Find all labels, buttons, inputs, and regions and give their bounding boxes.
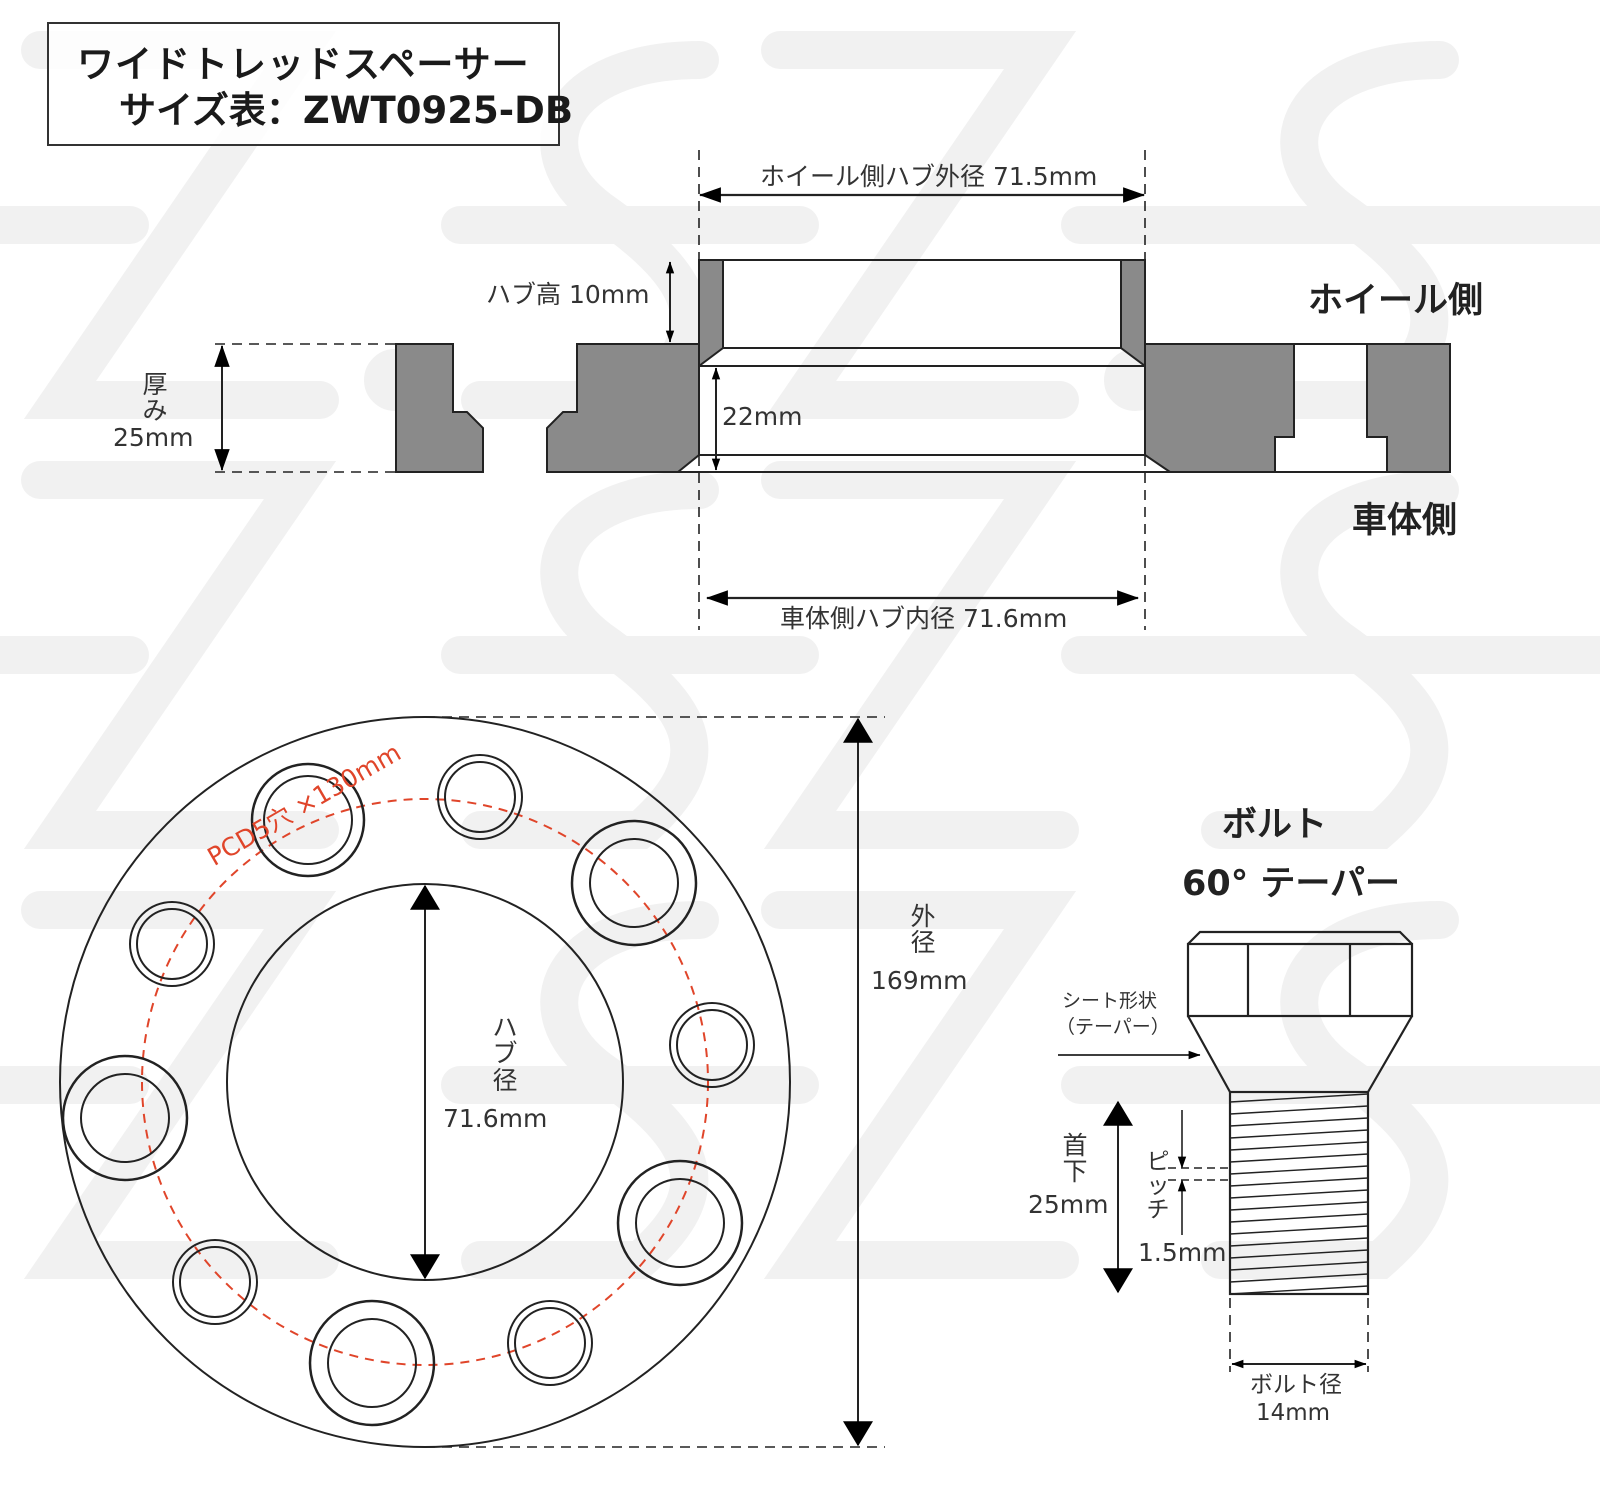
bolt-taper-label: 60° テーパー xyxy=(1182,864,1401,904)
title-box: ワイドトレッドスペーサー サイズ表：ZWT0925-DB xyxy=(47,22,573,146)
watermark xyxy=(0,31,1600,1279)
seat-shape-value: （テーパー） xyxy=(1056,1016,1170,1038)
hub-height-label: ハブ高 10mm xyxy=(486,280,650,309)
bolt-head-chamfer xyxy=(1187,930,1413,945)
bolt-title: ボルト xyxy=(1222,805,1328,845)
hub-ring-right xyxy=(1120,259,1146,368)
right-flange xyxy=(1144,343,1295,473)
outer-diameter-label: 外径 xyxy=(910,902,936,958)
wheel-side-label: ホイール側 xyxy=(1308,281,1484,321)
thickness-value: 25mm xyxy=(113,423,194,452)
bolt-diameter-label: ボルト径 xyxy=(1250,1372,1342,1398)
cross-section xyxy=(395,259,1451,473)
pcd-circle xyxy=(141,798,709,1366)
title-product-name: ワイドトレッドスペーサー xyxy=(77,43,530,86)
bolt-drawing xyxy=(1186,930,1414,1296)
seat-shape-label: シート形状 xyxy=(1062,990,1158,1012)
thickness-label: 厚み xyxy=(142,370,168,426)
bolt-thread xyxy=(1228,1090,1370,1296)
wheel-side-hub-outer-diameter-label: ホイール側ハブ外径 71.5mm xyxy=(760,162,1098,191)
hub-diameter-value: 71.6mm xyxy=(443,1104,548,1133)
bolt-head xyxy=(1186,942,1414,1018)
neck-length-value: 25mm xyxy=(1028,1190,1109,1219)
pitch-label: ピッチ xyxy=(1146,1149,1170,1224)
inner-depth-label: 22mm xyxy=(722,402,803,431)
outer-diameter-value: 169mm xyxy=(871,966,968,995)
left-flange xyxy=(395,343,484,473)
neck-length-label: 首下 xyxy=(1062,1131,1088,1187)
hub-circle xyxy=(226,883,624,1281)
pitch-value: 1.5mm xyxy=(1138,1238,1227,1267)
hub-diameter-label: ハブ径 xyxy=(492,1013,518,1095)
bolt-taper xyxy=(1187,1015,1413,1093)
title-size-chart: サイズ表：ZWT0925-DB xyxy=(119,89,574,132)
hub-ring-left xyxy=(698,259,724,368)
bolt-diameter-value: 14mm xyxy=(1256,1400,1331,1426)
body-side-hub-inner-diameter-label: 車体側ハブ内径 71.6mm xyxy=(780,604,1068,633)
body-side-label: 車体側 xyxy=(1352,501,1458,541)
